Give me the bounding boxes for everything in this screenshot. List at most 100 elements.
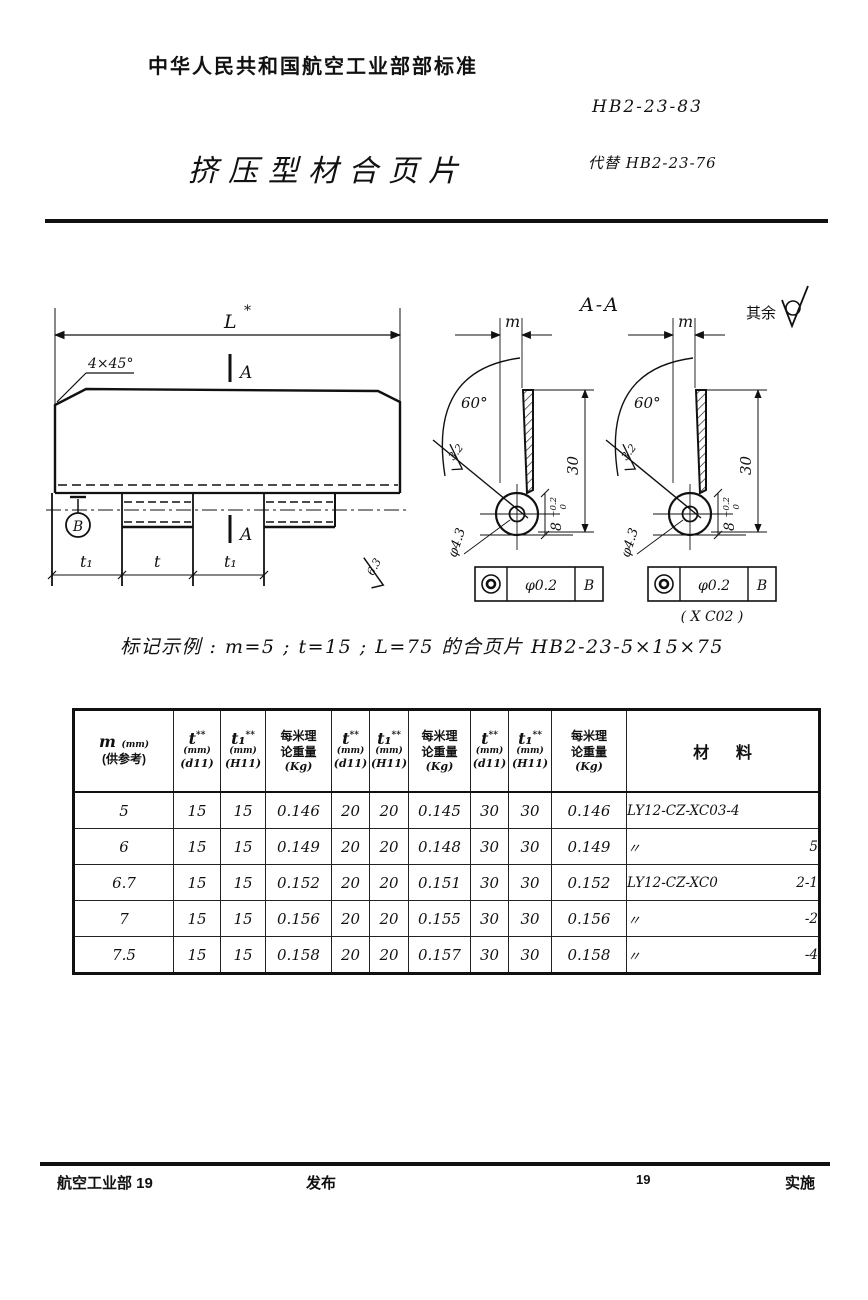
document-title: 挤压型材合页片 [188,154,468,189]
bore-upper-tol: +0.2 [549,497,559,518]
material-cell: LY12-CZ-XC03-4 [626,791,820,829]
section-view-1: m 60° 3.2 30 [432,312,604,602]
angle-label: 60° [461,394,488,412]
footer-issuer: 航空工业部 19 [57,1175,153,1192]
cell: 0.155 [408,900,471,937]
header-cell-t1-2: t₁** (mm) (H11) [369,709,409,793]
standard-org-title: 中华人民共和国航空工业部部标准 [148,56,478,78]
bore-lower-tol: 0 [559,504,569,510]
cell: 20 [369,864,409,901]
t1-label: t₁ [224,552,237,571]
length-dimension: L * [53,303,402,404]
cell: 30 [508,864,552,901]
datum-b-symbol: B [65,495,91,538]
bore-label: 8 [549,522,565,531]
length-star: * [244,303,251,319]
material-cell: 〃5 [626,828,820,865]
cell: 20 [331,864,370,901]
cell: 20 [369,936,409,974]
cell: 30 [508,828,552,865]
cell: 6 [73,828,174,865]
material-cell: 〃-2 [626,900,820,937]
spec-table: m (mm) (供参考) t** (mm) (d11) t₁** (mm) (H… [72,708,821,975]
header-cell-material: 材 料 [626,709,820,793]
roughness-3-2-label: 3.2 [446,442,466,463]
cell: 7 [73,900,174,937]
technical-drawing: L * 4×45° A A [28,278,848,651]
cell: 15 [173,828,221,865]
m-dimension: m [455,312,552,483]
cell: 0.158 [265,936,332,974]
cell: 0.158 [551,936,627,974]
table-row: 7.5 15 15 0.158 20 20 0.157 30 30 0.158 … [73,936,820,974]
bore-dimension: 8 +0.2 0 [540,488,569,540]
cell: 20 [369,828,409,865]
roughness-6-3-symbol: 6.3 [363,556,385,589]
table-row: 7 15 15 0.156 20 20 0.155 30 30 0.156 〃-… [73,900,820,937]
cell: 30 [470,791,509,829]
cell: 0.157 [408,936,471,974]
drawing-canvas: L * 4×45° A A [46,285,809,625]
cell: 15 [220,791,266,829]
cell: 0.156 [551,900,627,937]
replaces-note: 代替 HB2-23-76 [588,154,717,172]
header-cell-t-3: t** (mm) (d11) [470,709,509,793]
cell: 0.146 [551,791,627,829]
chamfer-label: 4×45° [87,356,133,372]
cell: 15 [220,828,266,865]
cell: 20 [331,936,370,974]
header-cell-weight-1: 每米理 论重量 (Kg) [265,709,332,793]
t-label: t [154,552,161,571]
rest-surfaces-note: 其余 [746,285,809,329]
roughness-6-3-label: 6.3 [364,556,384,578]
section-mark-bottom: A [228,515,252,545]
cell: 15 [220,936,266,974]
section-a-label: A [238,525,252,545]
cell: 20 [369,791,409,829]
cell: 7.5 [73,936,174,974]
cell: 0.156 [265,900,332,937]
table-row: 5 15 15 0.146 20 20 0.145 30 30 0.146 LY… [73,791,820,829]
angle-callout: 60° [432,357,529,519]
cell: 20 [331,828,370,865]
hatched-wall [521,389,534,495]
section-a-label: A [238,363,252,383]
footer-date: 19 [636,1172,651,1187]
cell: 20 [331,791,370,829]
roughness-general-icon [781,285,809,329]
cell: 0.151 [408,864,471,901]
height-label: 30 [564,455,582,475]
concentricity-icon [481,574,501,594]
table-header-row: m (mm) (供参考) t** (mm) (d11) t₁** (mm) (H… [73,709,820,793]
hinge-body-outline [46,387,408,586]
header-cell-weight-3: 每米理 论重量 (Kg) [551,709,627,793]
material-cell: 〃-4 [626,936,820,974]
cell: 15 [173,791,221,829]
footer-implement: 实施 [785,1175,816,1192]
header-cell-m: m (mm) (供参考) [73,709,174,793]
cell: 30 [508,936,552,974]
tolerance-frame: φ0.2 B [474,566,604,602]
cell: 6.7 [73,864,174,901]
scale-note: ( X C02 ) [681,609,744,625]
cell: 0.148 [408,828,471,865]
cell: 30 [470,864,509,901]
height-dimension: 30 [538,389,594,533]
svg-text:8 +0.2 0: 8 +0.2 0 [543,493,569,531]
cell: 15 [173,900,221,937]
section-title: A-A [578,294,620,316]
footer-publish: 发布 [306,1175,337,1192]
header-cell-weight-2: 每米理 论重量 (Kg) [408,709,471,793]
cell: 20 [369,900,409,937]
table-row: 6.7 15 15 0.152 20 20 0.151 30 30 0.152 … [73,864,820,901]
table-row: 6 15 15 0.149 20 20 0.148 30 30 0.149 〃5 [73,828,820,865]
cell: 30 [470,936,509,974]
tolerance-value: φ0.2 [525,578,557,594]
cell: 0.146 [265,791,332,829]
chamfer-callout: 4×45° [56,356,134,403]
header-cell-t-1: t** (mm) (d11) [173,709,221,793]
header-divider [45,219,828,223]
concentricity-icon-inner [485,578,497,590]
header-cell-t1-3: t₁** (mm) (H11) [508,709,552,793]
